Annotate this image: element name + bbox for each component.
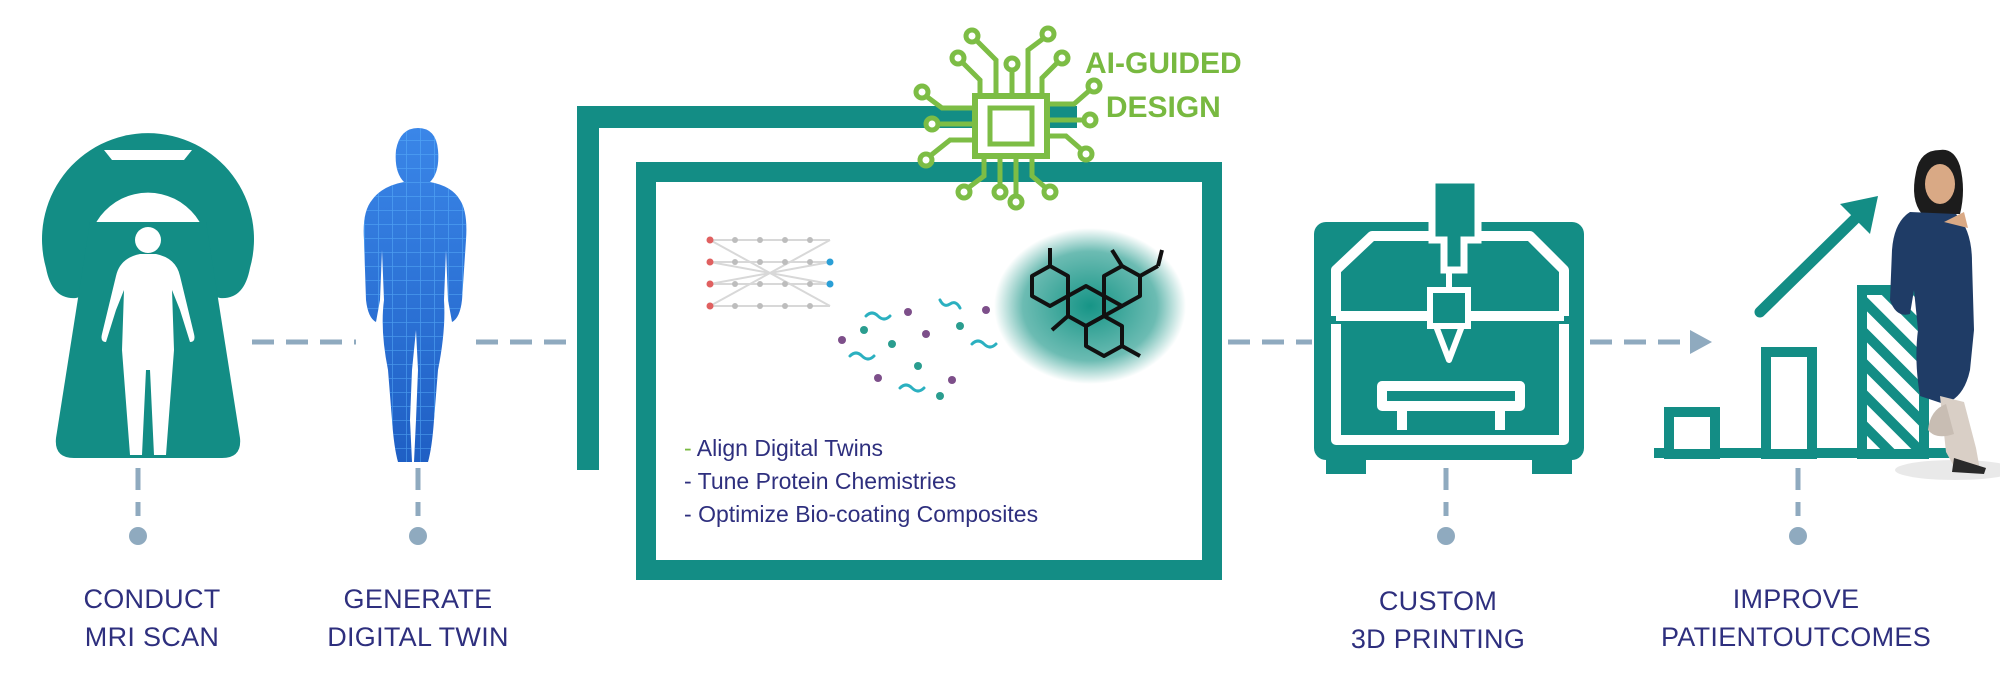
- protein-particles-icon: [838, 298, 998, 400]
- step-label-mri: CONDUCT MRI SCAN: [32, 580, 272, 656]
- digital-twin-body-icon: [363, 128, 467, 462]
- step-label-line: IMPROVE: [1732, 584, 1860, 614]
- arrow-head-icon: [1690, 330, 1712, 354]
- bullet-text: Tune Protein Chemistries: [697, 468, 957, 494]
- neural-network-grid-icon: [706, 236, 834, 310]
- bullet-item: - Tune Protein Chemistries: [684, 465, 1038, 498]
- bar-chart-growth-icon: [1654, 196, 1954, 459]
- ai-design-bullet-list: - Align Digital Twins - Tune Protein Che…: [684, 432, 1038, 531]
- bullet-dash: -: [684, 468, 692, 494]
- bullet-dash: -: [684, 435, 692, 461]
- bullet-dash: -: [684, 501, 692, 527]
- step-label-line: PATIENTOUTCOMES: [1660, 622, 1932, 652]
- bullet-item: - Align Digital Twins: [684, 432, 1038, 465]
- step-label-line: GENERATE: [343, 584, 493, 614]
- ai-guided-design-title: AI-GUIDED DESIGN: [1085, 42, 1242, 130]
- ai-title-line: AI-GUIDED: [1085, 47, 1242, 80]
- bullet-text: Align Digital Twins: [696, 435, 884, 461]
- step-label-line: MRI SCAN: [84, 622, 220, 652]
- mri-scanner-icon: [42, 133, 255, 458]
- step-label-patient-outcomes: IMPROVE PATIENTOUTCOMES: [1646, 580, 1946, 656]
- 3d-printer-icon: [1314, 176, 1584, 474]
- step-label-line: DIGITAL TWIN: [327, 622, 509, 652]
- connector-dots: [129, 527, 1807, 545]
- molecule-structure-icon: [994, 228, 1186, 384]
- step-label-3d-printing: CUSTOM 3D PRINTING: [1318, 582, 1558, 658]
- patient-photo: [1890, 149, 2000, 480]
- step-label-line: CUSTOM: [1378, 586, 1498, 616]
- connector-lines: [135, 339, 1801, 516]
- bullet-item: - Optimize Bio-coating Composites: [684, 498, 1038, 531]
- step-label-digital-twin: GENERATE DIGITAL TWIN: [298, 580, 538, 656]
- step-label-line: 3D PRINTING: [1350, 624, 1526, 654]
- ai-title-line: DESIGN: [1105, 91, 1221, 124]
- bullet-text: Optimize Bio-coating Composites: [698, 501, 1039, 527]
- ai-chip-circuit-icon: [913, 25, 1103, 211]
- step-label-line: CONDUCT: [83, 584, 221, 614]
